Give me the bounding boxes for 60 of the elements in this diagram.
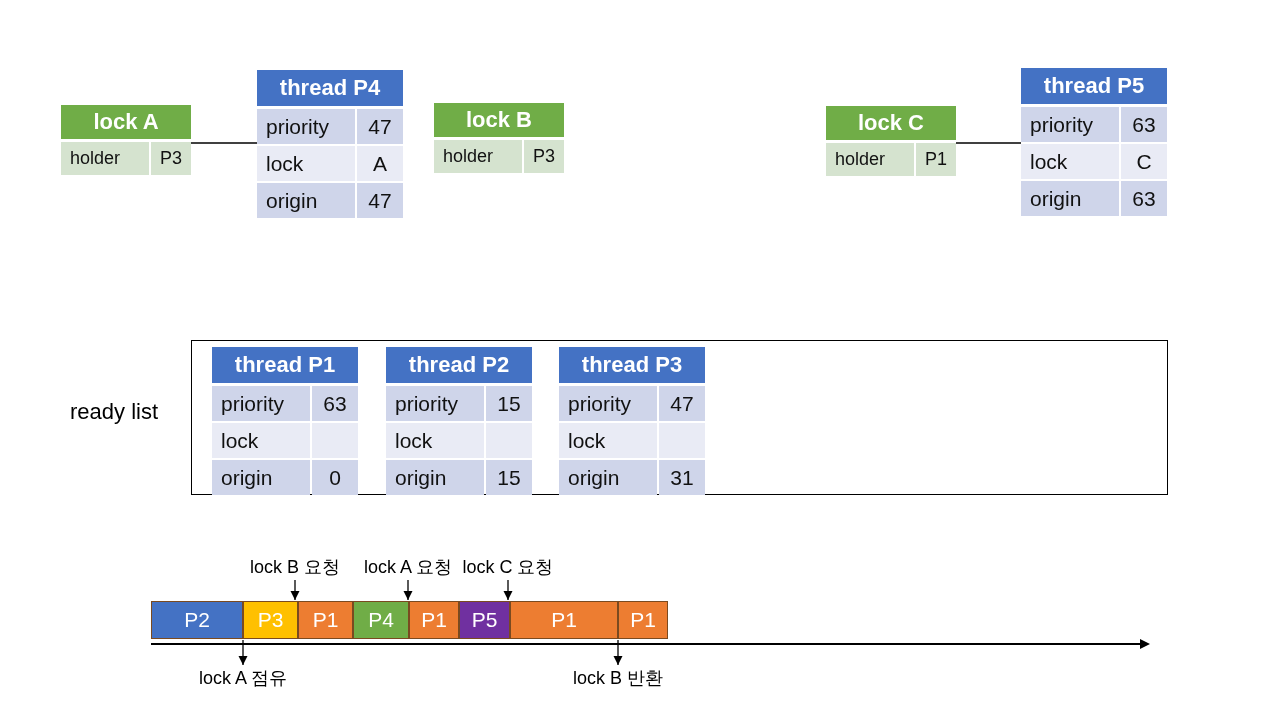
arrow	[503, 579, 513, 601]
connector-line	[190, 142, 258, 144]
field-value: 0	[312, 460, 358, 495]
field-name: lock	[1021, 144, 1119, 179]
field-name: lock	[212, 423, 310, 458]
field-name: priority	[386, 386, 484, 421]
field-value: 31	[659, 460, 705, 495]
timeline-segment: P2	[151, 601, 243, 639]
field-name: holder	[434, 140, 522, 173]
field-value: P3	[524, 140, 564, 173]
field-value: 15	[486, 460, 532, 495]
field-name: origin	[386, 460, 484, 495]
field-value: P1	[916, 143, 956, 176]
event-label: lock B 반환	[548, 666, 688, 690]
list-heading: ready list	[70, 399, 159, 425]
table-header: lock C	[826, 106, 956, 140]
table-header: thread P4	[257, 70, 403, 106]
event-label: lock A 점유	[173, 666, 313, 690]
table-header: thread P5	[1021, 68, 1167, 104]
field-name: lock	[386, 423, 484, 458]
arrow	[403, 579, 413, 601]
field-name: priority	[1021, 107, 1119, 142]
field-name: origin	[1021, 181, 1119, 216]
field-name: priority	[559, 386, 657, 421]
timeline-segment: P1	[409, 601, 459, 639]
field-value: A	[357, 146, 403, 181]
event-label: lock B 요청	[225, 555, 365, 579]
timeline-segment: P1	[510, 601, 618, 639]
timeline-segment: P5	[459, 601, 510, 639]
arrow	[290, 579, 300, 601]
arrow	[613, 639, 623, 666]
field-value: 47	[357, 183, 403, 218]
field-value: 63	[312, 386, 358, 421]
field-name: origin	[559, 460, 657, 495]
table-header: thread P2	[386, 347, 532, 383]
timeline-segment: P1	[298, 601, 353, 639]
field-value: 47	[357, 109, 403, 144]
field-name: lock	[257, 146, 355, 181]
field-name: lock	[559, 423, 657, 458]
field-value: P3	[151, 142, 191, 175]
table-header: thread P3	[559, 347, 705, 383]
field-name: priority	[212, 386, 310, 421]
field-name: priority	[257, 109, 355, 144]
table-header: lock A	[61, 105, 191, 139]
timeline-segment: P1	[618, 601, 668, 639]
field-value: C	[1121, 144, 1167, 179]
field-value: 63	[1121, 107, 1167, 142]
timeline-segment: P4	[353, 601, 409, 639]
field-name: origin	[257, 183, 355, 218]
table-header: lock B	[434, 103, 564, 137]
table-header: thread P1	[212, 347, 358, 383]
connector-line	[955, 142, 1022, 144]
field-value: 63	[1121, 181, 1167, 216]
field-name: origin	[212, 460, 310, 495]
field-name: holder	[826, 143, 914, 176]
field-name: holder	[61, 142, 149, 175]
timeline-segment: P3	[243, 601, 298, 639]
arrow	[238, 639, 248, 666]
field-value: 47	[659, 386, 705, 421]
field-value: 15	[486, 386, 532, 421]
